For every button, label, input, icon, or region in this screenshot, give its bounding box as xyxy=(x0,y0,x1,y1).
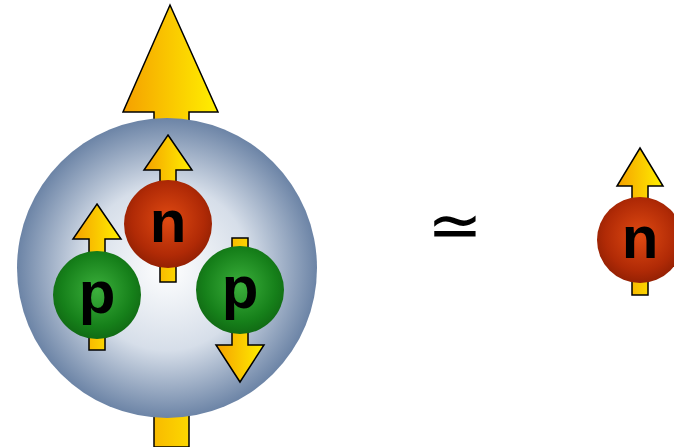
proton-letter: p xyxy=(79,263,116,323)
neutron-circle: n xyxy=(124,180,212,268)
proton-circle: p xyxy=(196,246,284,334)
nucleus-circle xyxy=(17,118,317,418)
proton-circle: p xyxy=(53,251,141,339)
neutron-letter: n xyxy=(622,208,659,268)
proton-letter: p xyxy=(222,258,259,318)
neutron-circle: n xyxy=(597,197,674,283)
approx-equal-sign: ≃ xyxy=(427,193,482,259)
neutron-letter: n xyxy=(150,192,187,252)
spin-arrow-down xyxy=(216,238,264,382)
